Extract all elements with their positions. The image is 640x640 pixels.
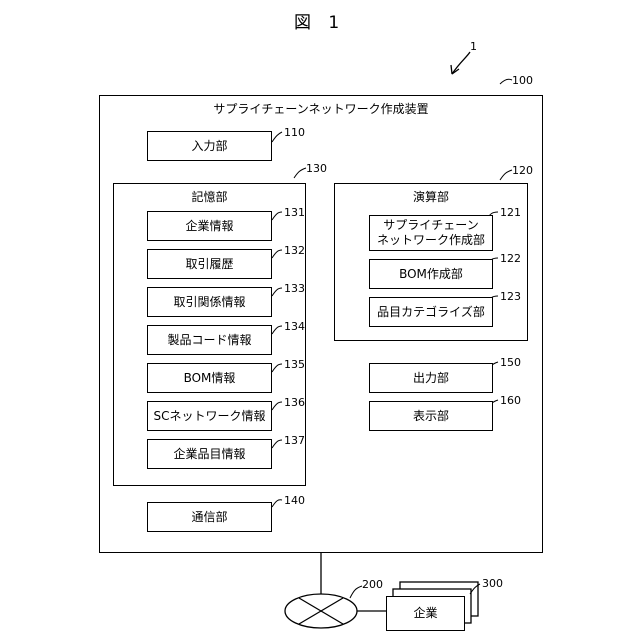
device-ref-number: 100 <box>512 74 533 87</box>
compute-unit-title: 演算部 <box>334 188 528 205</box>
output-unit-ref: 150 <box>500 356 521 369</box>
storage-item-transaction-history: 取引履歴 <box>147 249 272 279</box>
company-ref-number: 300 <box>482 577 503 590</box>
storage-item-company-info: 企業情報 <box>147 211 272 241</box>
company-label: 企業 <box>413 606 437 621</box>
storage-item-ref: 137 <box>284 434 305 447</box>
compute-item-bom-creator: BOM作成部 <box>369 259 493 289</box>
storage-item-ref: 136 <box>284 396 305 409</box>
storage-item-ref: 132 <box>284 244 305 257</box>
input-unit-ref: 110 <box>284 126 305 139</box>
compute-item-sc-network-creator: サプライチェーン ネットワーク作成部 <box>369 215 493 251</box>
storage-item-label: 企業品目情報 <box>173 447 245 462</box>
compute-item-ref: 122 <box>500 252 521 265</box>
compute-item-item-categorizer: 品目カテゴライズ部 <box>369 297 493 327</box>
storage-item-ref: 133 <box>284 282 305 295</box>
compute-item-ref: 121 <box>500 206 521 219</box>
storage-item-label: BOM情報 <box>184 371 236 386</box>
storage-item-bom-info: BOM情報 <box>147 363 272 393</box>
storage-item-label: 企業情報 <box>185 219 233 234</box>
compute-item-label-line1: サプライチェーン <box>383 218 478 233</box>
storage-item-label: 取引関係情報 <box>173 295 245 310</box>
storage-item-label: SCネットワーク情報 <box>154 409 266 424</box>
system-ref-number: 1 <box>470 40 477 53</box>
comm-unit-ref: 140 <box>284 494 305 507</box>
company-box: 企業 <box>386 596 465 631</box>
output-unit-box: 出力部 <box>369 363 493 393</box>
compute-unit-ref: 120 <box>512 164 533 177</box>
compute-item-label: BOM作成部 <box>399 267 463 282</box>
device-title: サプライチェーンネットワーク作成装置 <box>99 100 543 117</box>
storage-item-ref: 131 <box>284 206 305 219</box>
network-ref-number: 200 <box>362 578 383 591</box>
display-unit-label: 表示部 <box>413 409 449 424</box>
storage-item-company-item-info: 企業品目情報 <box>147 439 272 469</box>
compute-item-ref: 123 <box>500 290 521 303</box>
storage-unit-title: 記憶部 <box>113 188 306 205</box>
storage-item-ref: 134 <box>284 320 305 333</box>
comm-unit-box: 通信部 <box>147 502 272 532</box>
storage-item-sc-network-info: SCネットワーク情報 <box>147 401 272 431</box>
storage-item-ref: 135 <box>284 358 305 371</box>
storage-item-transaction-relation: 取引関係情報 <box>147 287 272 317</box>
display-unit-ref: 160 <box>500 394 521 407</box>
compute-item-label-line2: ネットワーク作成部 <box>377 233 485 248</box>
storage-item-label: 製品コード情報 <box>167 333 251 348</box>
input-unit-label: 入力部 <box>191 139 227 154</box>
display-unit-box: 表示部 <box>369 401 493 431</box>
compute-item-label: 品目カテゴライズ部 <box>377 305 485 320</box>
storage-item-product-code: 製品コード情報 <box>147 325 272 355</box>
input-unit-box: 入力部 <box>147 131 272 161</box>
comm-unit-label: 通信部 <box>191 510 227 525</box>
output-unit-label: 出力部 <box>413 371 449 386</box>
storage-item-label: 取引履歴 <box>185 257 233 272</box>
storage-unit-ref: 130 <box>306 162 327 175</box>
